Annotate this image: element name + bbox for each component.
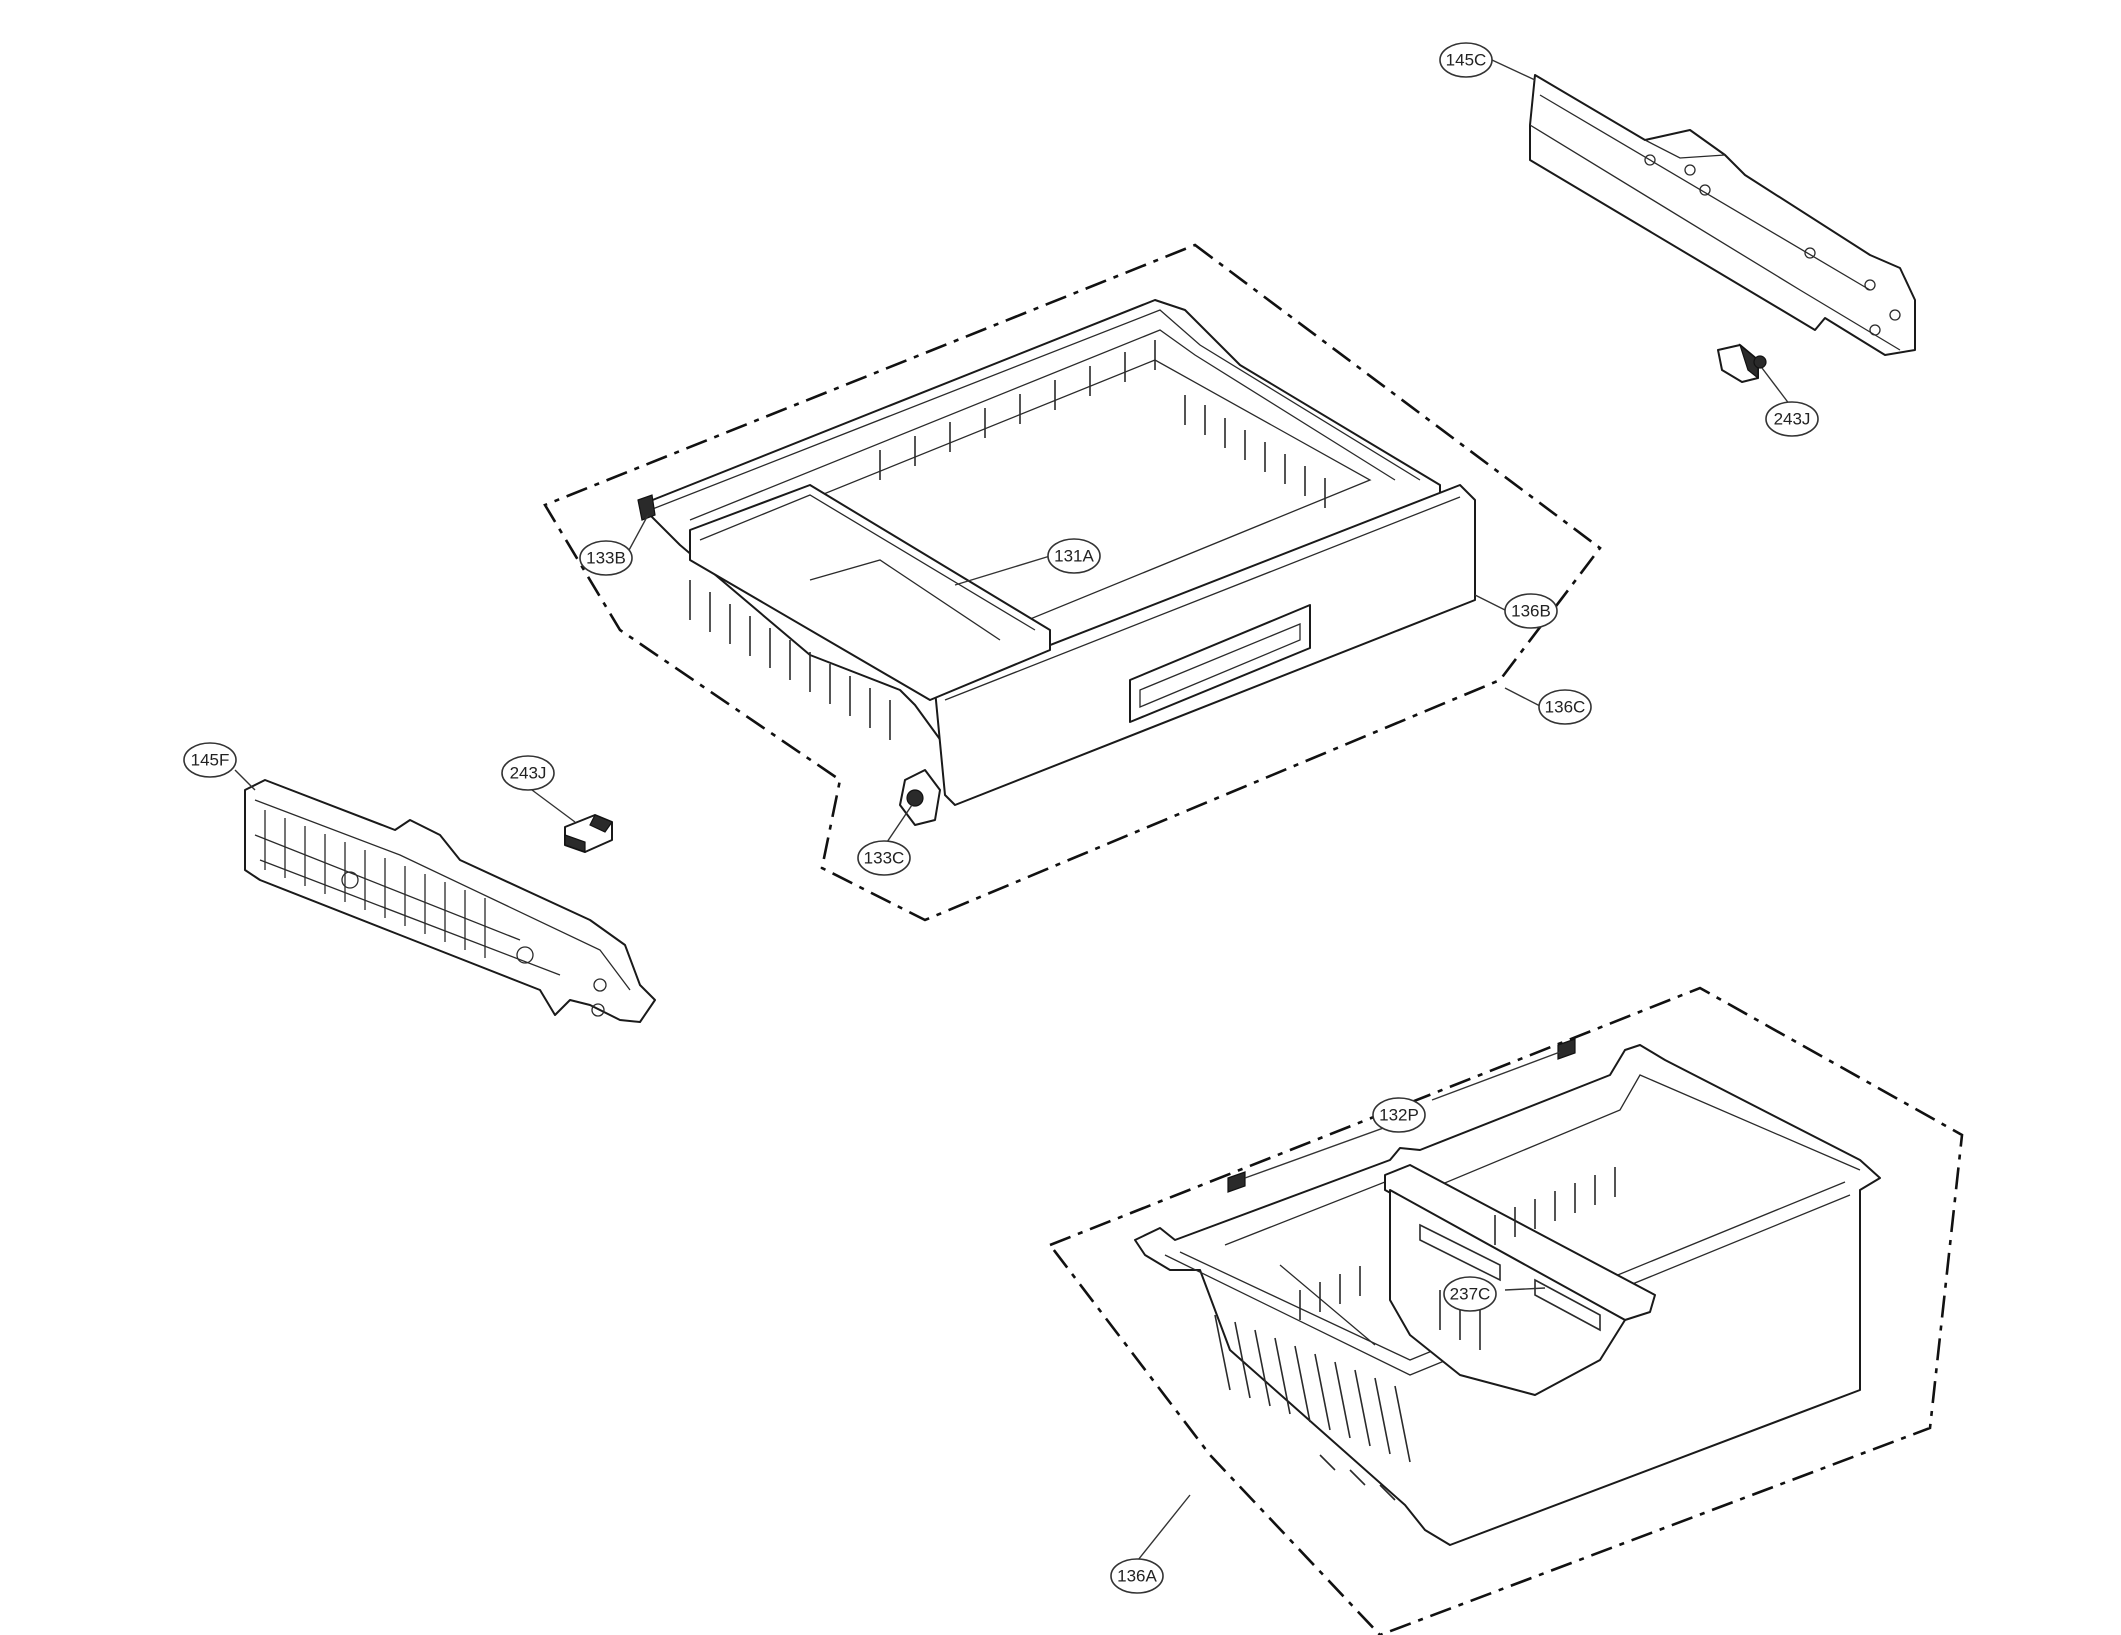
leader-132P-a <box>1244 1121 1401 1179</box>
leader-145C <box>1491 59 1536 81</box>
upper-drawer-back-slots <box>879 340 1156 480</box>
callout-243J-left: 243J <box>501 755 555 791</box>
svg-text:132P: 132P <box>1379 1106 1419 1125</box>
svg-text:145C: 145C <box>1446 51 1487 70</box>
rail-145F <box>244 779 656 1023</box>
leader-243J-left <box>531 789 576 823</box>
svg-text:133C: 133C <box>864 849 905 868</box>
rail-145C <box>1529 74 1916 356</box>
svg-text:237C: 237C <box>1450 1285 1491 1304</box>
leader-133B <box>627 514 649 553</box>
upper-drawer-boundary <box>543 243 1602 922</box>
leader-132P-b <box>1431 1051 1561 1101</box>
callout-145C: 145C <box>1439 42 1493 78</box>
svg-text:136A: 136A <box>1117 1567 1157 1586</box>
upper-drawer-side-slots <box>1184 395 1326 508</box>
callout-237C: 237C <box>1443 1276 1497 1312</box>
leader-237C <box>1504 1287 1546 1291</box>
leader-133C <box>884 804 913 846</box>
bin-interior-slots <box>1299 1167 1616 1350</box>
callout-136B: 136B <box>1504 593 1558 629</box>
callout-136A: 136A <box>1110 1558 1164 1594</box>
callout-243J-right: 243J <box>1765 401 1819 437</box>
callout-132P: 132P <box>1372 1097 1426 1133</box>
lower-bin-136A <box>1134 1038 1881 1546</box>
leader-243J-right <box>1761 367 1791 406</box>
leader-131A <box>954 555 1051 586</box>
clip-243J-left <box>564 814 613 853</box>
leader-136A <box>1137 1494 1191 1561</box>
callout-145F: 145F <box>183 742 237 778</box>
svg-text:145F: 145F <box>191 751 230 770</box>
clip-243J-right <box>1717 343 1767 383</box>
svg-text:243J: 243J <box>510 764 547 783</box>
svg-text:136B: 136B <box>1511 602 1551 621</box>
svg-text:133B: 133B <box>586 549 626 568</box>
svg-text:243J: 243J <box>1774 410 1811 429</box>
upper-drawer-left-slots <box>689 580 891 740</box>
lower-bin-boundary <box>1047 986 1964 1635</box>
leader-136B <box>1474 594 1506 611</box>
svg-text:131A: 131A <box>1054 547 1094 566</box>
leader-136C <box>1504 687 1541 707</box>
callout-133C: 133C <box>857 840 911 876</box>
leader-145F <box>234 769 256 791</box>
bin-front-slots <box>1214 1314 1411 1501</box>
drawer-front-panel <box>934 484 1476 806</box>
upper-drawer-136C <box>637 299 1476 826</box>
callout-131A: 131A <box>1047 538 1101 574</box>
bin-divider <box>1384 1164 1656 1321</box>
drawer-divider <box>689 484 1051 701</box>
svg-text:136C: 136C <box>1545 698 1586 717</box>
callout-133B: 133B <box>579 540 633 576</box>
callout-136C: 136C <box>1538 689 1592 725</box>
